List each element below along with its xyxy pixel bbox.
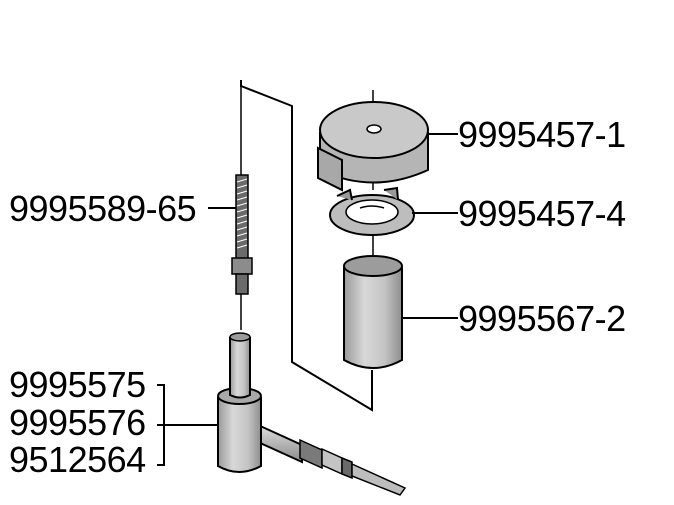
sleeve-part bbox=[343, 255, 403, 369]
label-cap: 9995457-1 bbox=[458, 114, 626, 155]
cap-part bbox=[317, 101, 429, 192]
label-tool-b: 9995576 bbox=[9, 402, 146, 443]
label-collet: 9995457-4 bbox=[458, 193, 626, 234]
stud-part bbox=[231, 174, 253, 330]
label-tool-c: 9512564 bbox=[9, 439, 146, 480]
hydraulic-tool-part bbox=[217, 332, 407, 496]
label-sleeve: 9995567-2 bbox=[458, 298, 626, 339]
label-stud: 9995589-65 bbox=[9, 188, 196, 229]
leader-lines bbox=[157, 133, 458, 466]
label-tool-a: 9995575 bbox=[9, 364, 146, 405]
collet-part bbox=[329, 186, 415, 236]
